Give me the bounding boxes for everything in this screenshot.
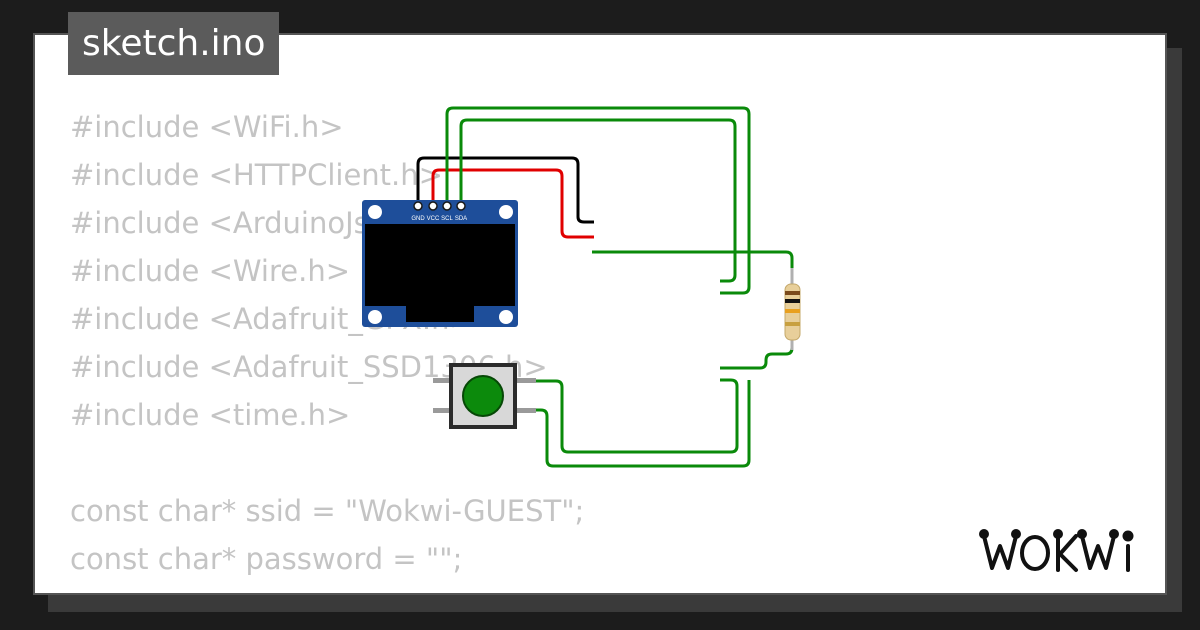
code-line: #include <time.h> [70,398,351,432]
mount-hole [368,205,382,219]
wire-gnd [416,156,594,224]
mount-hole [499,310,513,324]
pin-label: SCL [441,216,453,222]
button-lead [433,408,451,413]
oled-display[interactable]: GND VCC SCL SDA [362,200,518,327]
code-line: #include <WiFi.h> [70,110,344,144]
code-line: const char* password = ""; [70,542,463,576]
wokwi-logo [979,529,1134,572]
file-name-tab[interactable]: sketch.ino [68,12,280,75]
resistor-band [785,299,800,303]
mount-hole [499,205,513,219]
pin-label: GND [411,216,425,222]
code-line: #include <Wire.h> [70,254,351,288]
push-button[interactable] [433,363,536,429]
resistor-band [785,322,800,326]
oled-flex [406,306,474,322]
wire-resistor-bottom [720,338,794,370]
pin-scl [442,201,452,211]
preview-card: #include <WiFi.h> #include <HTTPClient.h>… [33,33,1167,595]
code-line: const char* url = "http://worldtimeapi.o… [70,583,1084,593]
pin-gnd [413,201,423,211]
resistor-band [785,309,800,313]
mount-hole [368,310,382,324]
wires [416,106,794,468]
pin-vcc [428,201,438,211]
pin-label: VCC [427,216,440,222]
button-cap [462,375,504,417]
wire-button-2 [534,380,751,468]
oled-pins [413,201,466,211]
code-line: const char* ssid = "Wokwi-GUEST"; [70,494,585,528]
button-lead [433,378,451,383]
button-lead [516,378,536,383]
button-lead [516,408,536,413]
pin-sda [456,201,466,211]
oled-screen [365,224,515,306]
wire-button-1 [534,378,739,454]
code-line: #include <HTTPClient.h> [70,158,443,192]
oled-pin-labels: GND VCC SCL SDA [411,216,467,222]
pin-label: SDA [455,216,467,222]
wire-resistor-top [592,250,794,282]
resistor[interactable] [784,268,801,350]
wire-vcc [431,168,594,239]
wire-scl [445,106,751,295]
wire-sda [459,118,737,283]
resistor-band [785,291,800,295]
